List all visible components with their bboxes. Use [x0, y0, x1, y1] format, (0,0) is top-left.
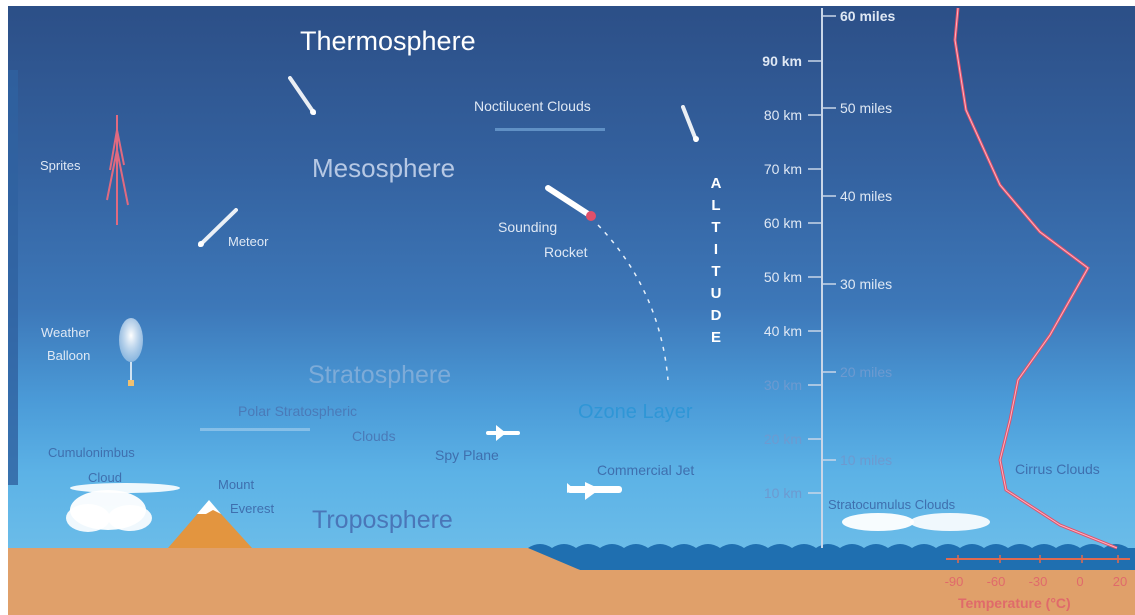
left-edge-band: [8, 70, 18, 485]
sounding-rocket-label-line2: Rocket: [544, 244, 588, 260]
altitude-letter: A: [711, 175, 722, 192]
mile-tick-label: 10 miles: [840, 452, 892, 468]
km-tick-label: 80 km: [764, 107, 802, 123]
layer-label-troposphere: Troposphere: [312, 506, 453, 534]
temperature-axis-title: Temperature (°C): [958, 595, 1071, 611]
noctilucent-clouds-label: Noctilucent Clouds: [474, 98, 591, 114]
altitude-letter: E: [711, 329, 721, 346]
mile-tick-label: 40 miles: [840, 188, 892, 204]
haze-streak: [495, 128, 605, 131]
temperature-tick-label: -90: [945, 574, 964, 589]
temperature-tick-marks: [957, 555, 1119, 563]
sprites-icon: [106, 115, 129, 225]
temperature-tick-labels: -90 -60 -30 0 20: [945, 574, 1128, 589]
temperature-tick-label: 20: [1113, 574, 1127, 589]
layer-label-thermosphere: Thermosphere: [300, 26, 476, 56]
km-tick-label: 40 km: [764, 323, 802, 339]
meteor-icon: [198, 208, 238, 247]
weather-balloon-label-line2: Balloon: [47, 348, 90, 363]
everest-snowcap: [197, 500, 221, 514]
mount-everest-label-line1: Mount: [218, 477, 255, 492]
weather-balloon-icon: [119, 318, 143, 386]
temperature-tick-label: 0: [1076, 574, 1083, 589]
altitude-letter: T: [711, 263, 720, 280]
km-tick-label: 20 km: [764, 431, 802, 447]
commercial-jet-label: Commercial Jet: [597, 462, 694, 478]
weather-balloon-label-line1: Weather: [41, 325, 91, 340]
mile-tick-label: 50 miles: [840, 100, 892, 116]
mount-everest-icon: [168, 504, 252, 548]
mile-tick-label: 30 miles: [840, 276, 892, 292]
mount-everest-label-line2: Everest: [230, 501, 274, 516]
mile-tick-marks: 10 miles 20 miles 30 miles 40 miles 50 miles…: [822, 8, 895, 468]
polar-stratospheric-clouds-label-line1: Polar Stratospheric: [238, 403, 357, 419]
spy-plane-icon: [486, 425, 520, 441]
ozone-layer-label: Ozone Layer: [578, 401, 693, 423]
km-tick-label: 30 km: [764, 377, 802, 393]
temperature-tick-label: -60: [987, 574, 1006, 589]
cumulonimbus-label-line1: Cumulonimbus: [48, 445, 135, 460]
meteor-label: Meteor: [228, 234, 269, 249]
meteor-icon: [681, 105, 699, 142]
cumulonimbus-label-line2: Cloud: [88, 470, 122, 485]
sprites-label: Sprites: [40, 158, 81, 173]
cumulonimbus-cloud-icon: [66, 483, 180, 532]
spy-plane-label: Spy Plane: [435, 447, 499, 463]
meteor-icon: [288, 76, 316, 115]
stratocumulus-clouds-label: Stratocumulus Clouds: [828, 497, 956, 512]
km-tick-label: 90 km: [762, 53, 802, 69]
mile-tick-label: 20 miles: [840, 364, 892, 380]
km-tick-label: 50 km: [764, 269, 802, 285]
km-tick-label: 70 km: [764, 161, 802, 177]
altitude-letter: I: [714, 241, 718, 258]
commercial-jet-icon: [567, 482, 622, 500]
mile-tick-label: 60 miles: [840, 8, 895, 24]
altitude-letter: T: [711, 219, 720, 236]
sky-background: [8, 6, 1135, 556]
km-tick-label: 10 km: [764, 485, 802, 501]
haze-streak: [200, 428, 310, 431]
stratocumulus-cloud-icon: [842, 513, 990, 531]
altitude-letter: D: [711, 307, 722, 324]
polar-stratospheric-clouds-label-line2: Clouds: [352, 428, 396, 444]
altitude-letter: L: [711, 197, 720, 214]
layer-label-stratosphere: Stratosphere: [308, 361, 451, 389]
temperature-tick-label: -30: [1029, 574, 1048, 589]
layer-label-mesosphere: Mesosphere: [312, 153, 455, 183]
sounding-rocket-label-line1: Sounding: [498, 219, 557, 235]
temperature-curve-highlight: [954, 7, 1118, 549]
sounding-rocket-icon: [545, 185, 669, 381]
cirrus-clouds-label: Cirrus Clouds: [1015, 461, 1100, 477]
km-tick-label: 60 km: [764, 215, 802, 231]
ground: [8, 548, 1135, 615]
ocean: [528, 544, 1135, 570]
km-tick-marks: 10 km 20 km 30 km 40 km 50 km 60 km 70 km 80 km…: [762, 53, 822, 501]
altitude-letter: U: [711, 285, 722, 302]
